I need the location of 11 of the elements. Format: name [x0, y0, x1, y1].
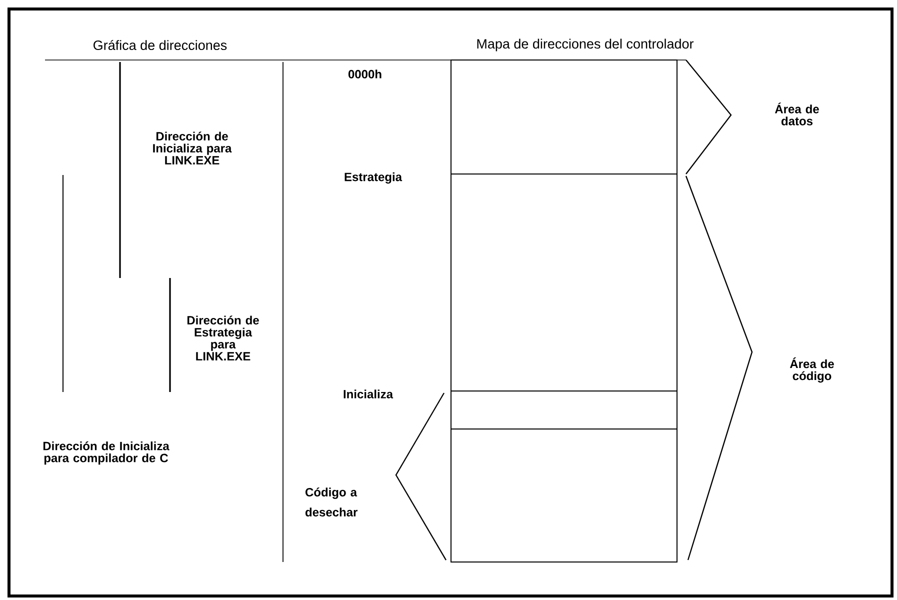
region-label: Código a desechar	[306, 488, 358, 516]
address-label: Dirección de Estrategia para LINK.EXE	[187, 316, 259, 360]
section-heading: Gráfica de direcciones	[94, 40, 227, 50]
section-heading: Mapa de direcciones del controlador	[477, 38, 694, 52]
region-label: Área de datos	[774, 102, 819, 126]
region-label: Área de código	[790, 357, 834, 383]
address-label: Inicializa	[344, 390, 394, 398]
address-label: Dirección de Inicializa para compilador de C	[43, 441, 170, 465]
address-label: 0000h	[348, 70, 382, 78]
address-label: Estrategia	[344, 172, 402, 184]
address-label: Dirección de Inicializa para LINK.EXE	[153, 132, 232, 164]
